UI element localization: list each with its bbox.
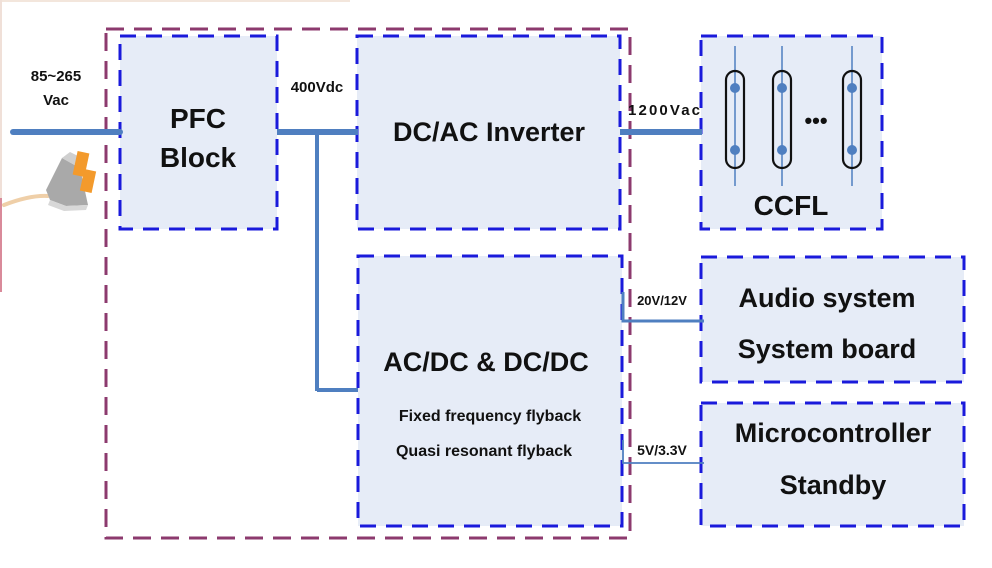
dcac-inverter-block[interactable]: DC/AC Inverter [355,34,622,231]
standby-rail-wire [622,440,704,464]
acdc-dcdc-block[interactable]: AC/DC & DC/DC Fixed frequency flyback Qu… [356,254,624,528]
ccfl-block[interactable]: ••• CCFL [699,34,884,231]
dcac-inverter-label: DC/AC Inverter [393,117,586,147]
pfc-block[interactable]: PFC Block [118,34,279,231]
audio-system-label: Audio system [738,283,915,313]
ccfl-lamp-icon [724,46,746,186]
ccfl-lamps [724,46,863,186]
lamp-drive-voltage-label: 1200Vac [628,102,700,119]
audio-rail-voltage-label: 20V/12V [637,293,687,308]
microcontroller-label: Microcontroller [735,418,932,448]
standby-rail-voltage-label: 5V/3.3V [637,442,687,458]
audio-system-block[interactable]: Audio system System board [699,255,966,384]
pfc-block-label-line2: Block [160,142,237,173]
acdc-dcdc-title: AC/DC & DC/DC [383,347,589,377]
acdc-sub-fixed-frequency: Fixed frequency flyback [399,408,581,425]
ac-input-label-line2: Vac [43,92,69,109]
ccfl-label: CCFL [754,190,829,221]
ac-input-label-line1: 85~265 [31,68,81,85]
ccfl-ellipsis: ••• [804,108,827,133]
microcontroller-block[interactable]: Microcontroller Standby [699,401,966,528]
bus-voltage-label: 400Vdc [291,79,344,96]
power-plug-icon [2,151,97,211]
wires [10,129,704,464]
ccfl-lamp-icon [771,46,793,186]
power-supply-boundary [104,27,632,540]
audio-rail-wire [621,292,704,323]
acdc-sub-quasi-resonant: Quasi resonant flyback [396,443,572,460]
ccfl-lamp-icon [841,46,863,186]
standby-label: Standby [780,470,887,500]
pfc-block-label-line1: PFC [170,103,226,134]
system-board-label: System board [738,334,917,364]
